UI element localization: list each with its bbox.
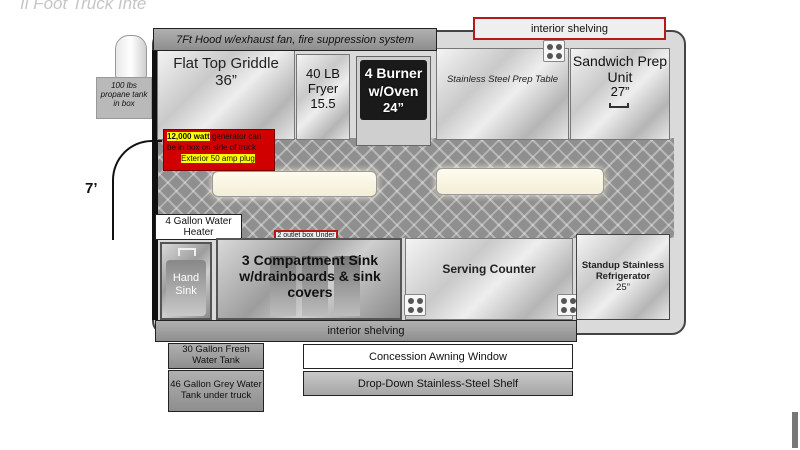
ceiling-light-left bbox=[212, 171, 377, 197]
ceiling-light-right bbox=[436, 168, 604, 195]
fryer-name: 40 LB Fryer bbox=[306, 66, 340, 96]
water-heater: 4 Gallon Water Heater bbox=[155, 214, 242, 240]
three-compartment-sink: 3 Compartment Sink w/drainboards & sink … bbox=[216, 238, 402, 320]
burner-size: 24” bbox=[383, 100, 404, 115]
sink-basin-1 bbox=[270, 256, 296, 316]
sandwich-prep-unit: Sandwich Prep Unit 27” bbox=[570, 48, 670, 140]
refrigerator: Standup Stainless Refrigerator 25” bbox=[576, 234, 670, 320]
faucet-icon bbox=[178, 248, 196, 256]
fresh-water-tank: 30 Gallon Fresh Water Tank bbox=[168, 343, 264, 369]
generator-text: generator can be in box on side of truck bbox=[167, 132, 262, 152]
outlet-icon-bottom-right bbox=[557, 294, 579, 316]
sandwich-handle-icon bbox=[609, 103, 629, 108]
watermark-title: Ii Foot Truck Inte bbox=[20, 0, 147, 13]
griddle-name: Flat Top Griddle bbox=[173, 55, 279, 72]
hand-sink: Hand Sink bbox=[160, 242, 212, 320]
hood-band: 7Ft Hood w/exhaust fan, fire suppression… bbox=[153, 28, 437, 51]
interior-shelving-bottom: interior shelving bbox=[155, 320, 577, 342]
serving-counter: Serving Counter bbox=[405, 238, 573, 320]
concession-awning-window: Concession Awning Window bbox=[303, 344, 573, 369]
hand-sink-label: Hand Sink bbox=[172, 272, 200, 297]
propane-label: 100 lbs propane tank in box bbox=[96, 77, 152, 119]
burner-label-1: 4 Burner bbox=[364, 65, 423, 81]
dimension-label: 7’ bbox=[85, 180, 98, 197]
sandwich-size: 27” bbox=[610, 84, 630, 100]
hand-sink-basin bbox=[166, 260, 206, 316]
sandwich-name: Sandwich Prep Unit bbox=[572, 53, 668, 86]
generator-watt: 12,000 watt bbox=[167, 132, 210, 141]
propane-tank-icon bbox=[115, 35, 147, 79]
fryer-size: 15.5 bbox=[310, 95, 336, 111]
interior-shelving-top: interior shelving bbox=[473, 17, 666, 40]
fryer: 40 LB Fryer 15.5 bbox=[296, 54, 350, 140]
flat-top-griddle: Flat Top Griddle 36” bbox=[157, 48, 295, 140]
drop-down-shelf: Drop-Down Stainless-Steel Shelf bbox=[303, 371, 573, 396]
sink-basin-3 bbox=[334, 256, 360, 316]
burner-label-2: w/Oven bbox=[368, 83, 419, 99]
outlet-icon-top bbox=[543, 40, 565, 62]
fridge-size: 25” bbox=[616, 281, 630, 293]
fridge-name: Standup Stainless Refrigerator bbox=[581, 260, 665, 282]
generator-box: 12,000 watt generator can be in box on s… bbox=[163, 129, 275, 171]
outlet-icon-bottom-left bbox=[404, 294, 426, 316]
burner-grates bbox=[360, 60, 427, 120]
prep-table-label: Stainless Steel Prep Table bbox=[446, 74, 559, 85]
left-wall bbox=[152, 50, 158, 320]
serving-counter-label: Serving Counter bbox=[442, 262, 536, 276]
grey-water-tank: 46 Gallon Grey Water Tank under truck bbox=[168, 370, 264, 412]
right-edge-mark bbox=[792, 412, 798, 448]
comp-sink-label: 3 Compartment Sink w/drainboards & sink … bbox=[239, 252, 381, 301]
generator-plug: Exterior 50 amp plug bbox=[181, 153, 255, 163]
four-burner-range: 4 Burner w/Oven 24” bbox=[356, 56, 431, 146]
sink-basin-2 bbox=[302, 256, 328, 316]
prep-table: Stainless Steel Prep Table bbox=[436, 48, 569, 140]
griddle-size: 36” bbox=[215, 72, 237, 90]
